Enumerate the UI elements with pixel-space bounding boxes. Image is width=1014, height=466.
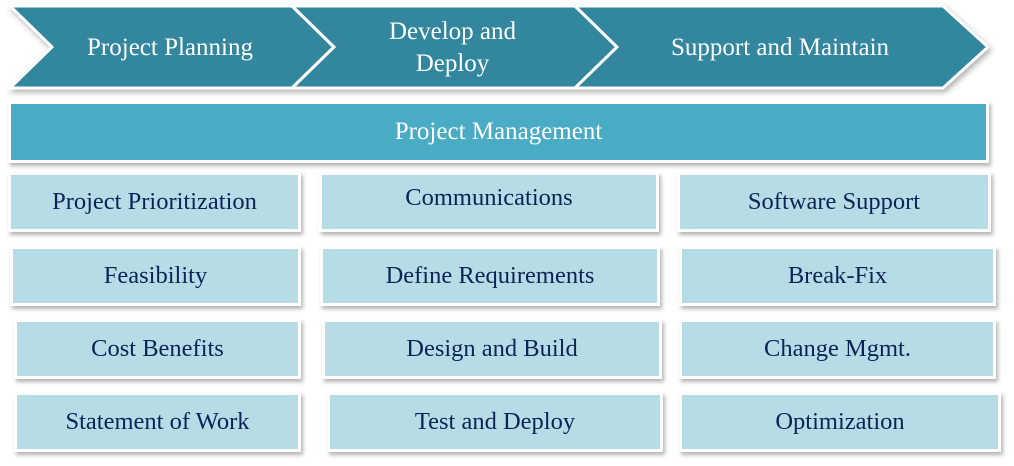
task-box: Project Prioritization — [8, 172, 301, 232]
task-box: Communications — [319, 172, 659, 232]
phase-label: Project Planning — [87, 34, 253, 61]
phase-chevron-support — [571, 4, 991, 90]
task-box: Change Mgmt. — [679, 319, 996, 379]
task-box: Test and Deploy — [327, 392, 663, 452]
task-box: Cost Benefits — [14, 319, 301, 379]
task-box: Software Support — [677, 172, 991, 232]
task-box: Statement of Work — [14, 392, 301, 452]
phase-label: Develop and Deploy — [388, 18, 517, 77]
task-box: Break-Fix — [679, 246, 996, 306]
task-box: Optimization — [679, 392, 1001, 452]
task-box: Feasibility — [10, 246, 301, 306]
project-management-bar: Project Management — [8, 101, 989, 163]
phase-chevrons — [6, 4, 991, 90]
phase-label: Support and Maintain — [670, 34, 890, 61]
task-box: Design and Build — [322, 319, 662, 379]
task-box: Define Requirements — [320, 246, 660, 306]
